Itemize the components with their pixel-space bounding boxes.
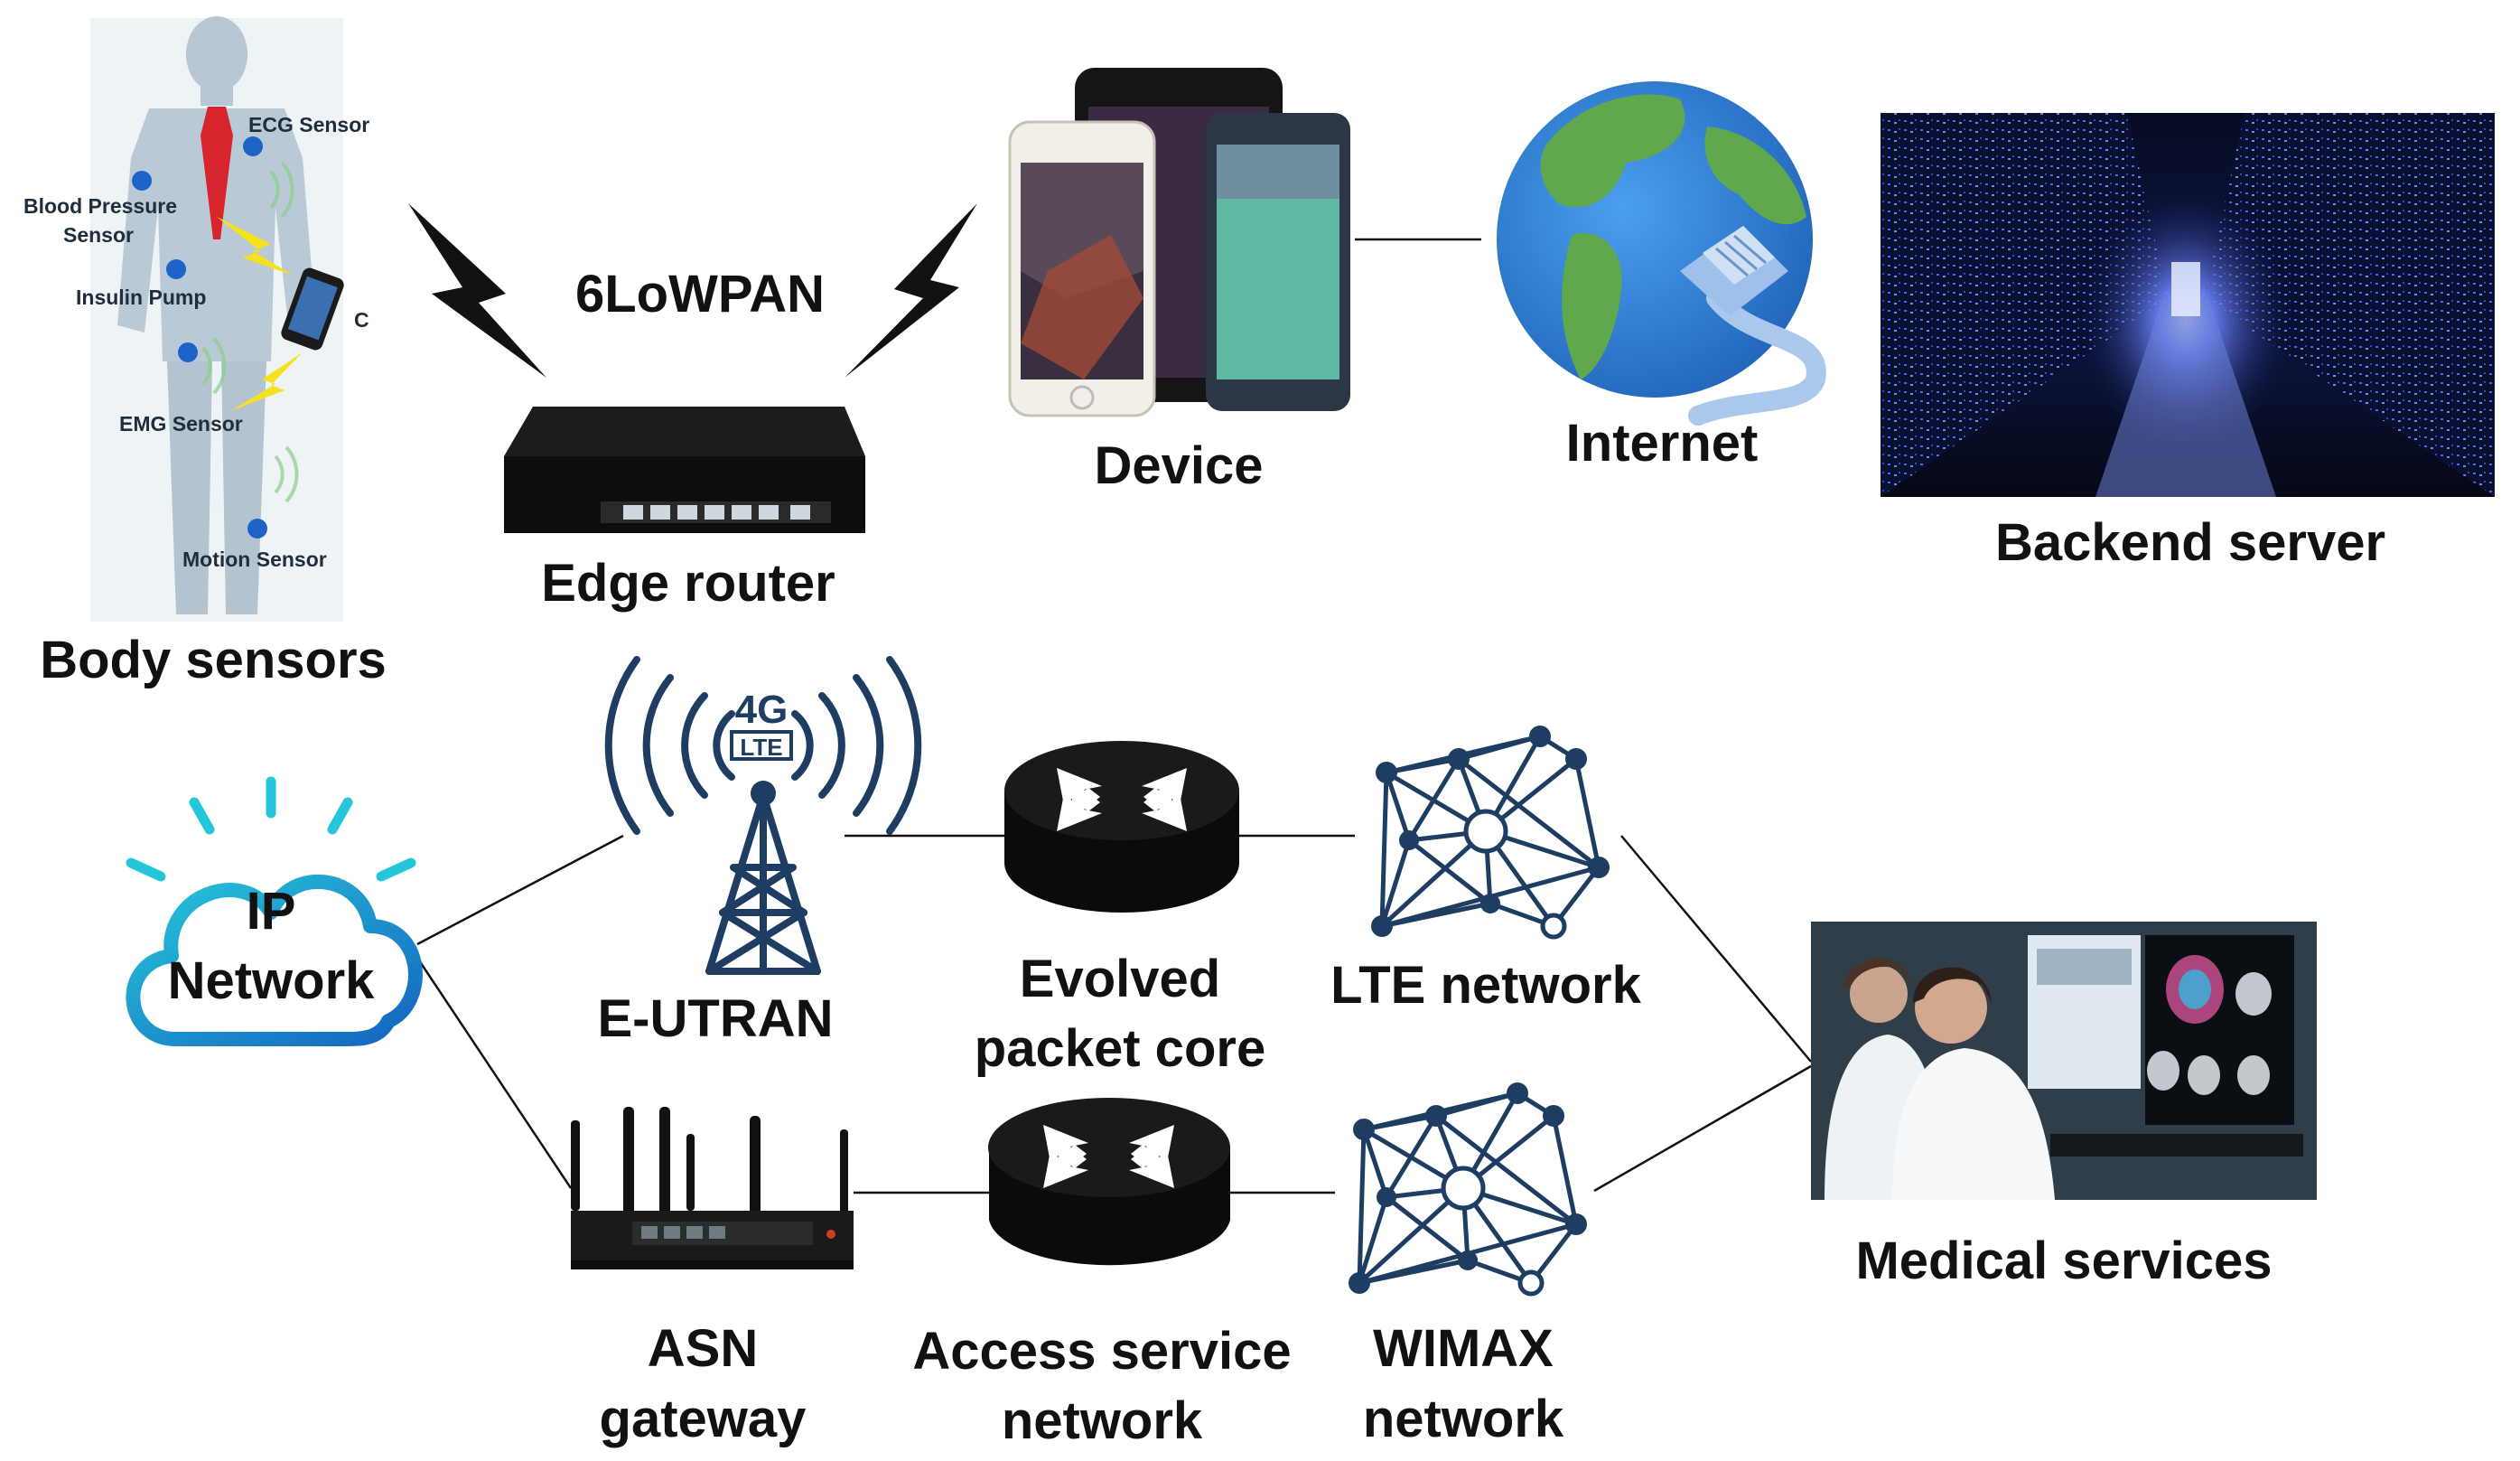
mesh-network-icon-2	[1349, 1082, 1587, 1297]
network-router-icon	[1004, 741, 1239, 913]
doctor-workstation-icon	[1811, 922, 2317, 1200]
link-wimax-medical	[1593, 1064, 1812, 1193]
device-label: Device	[1094, 436, 1263, 495]
link-ip-asn	[415, 957, 573, 1189]
insulin-sensor-label: Insulin Pump	[76, 286, 206, 309]
mesh-network-icon	[1379, 734, 1601, 929]
cell-tower-icon	[604, 656, 922, 975]
mesh-nodes	[1371, 726, 1610, 940]
ecg-sensor-dot	[243, 136, 263, 156]
lightning-icon	[408, 203, 546, 378]
ip-network-label: IP	[247, 882, 296, 941]
lightning-icon-2	[845, 203, 977, 378]
lightning-small-icon	[217, 217, 294, 276]
doctor-icon	[1915, 971, 1987, 1044]
wimax-label: WIMAX	[1373, 1319, 1554, 1378]
motion-sensor-label: Motion Sensor	[182, 548, 327, 571]
body-sensors-group: ECG Sensor Blood Pressure Sensor Insulin…	[23, 16, 387, 689]
asn-gateway-label: ASN	[648, 1319, 758, 1378]
cloud-icon	[126, 776, 423, 1046]
lte-badge-label: LTE	[740, 734, 782, 761]
backend-server-label: Backend server	[1995, 513, 2385, 572]
sensor-wave-icons	[201, 161, 299, 503]
network-router-icon-2	[988, 1098, 1230, 1266]
tower-top-dot	[751, 781, 776, 806]
emg-sensor-label: EMG Sensor	[119, 412, 243, 435]
ecg-sensor-label: ECG Sensor	[248, 113, 369, 136]
insulin-sensor-dot	[166, 259, 186, 279]
body-sensors-label: Body sensors	[40, 631, 387, 689]
bp-sensor-label-2: Sensor	[63, 223, 134, 247]
server-room-icon	[1881, 113, 2495, 497]
cut-off-label: C	[354, 308, 369, 332]
sensor-dots	[132, 136, 267, 539]
protocol-label: 6LoWPAN	[575, 265, 825, 323]
internet-label: Internet	[1566, 414, 1759, 473]
router-icon	[504, 407, 865, 533]
asn-gateway-label-2: gateway	[600, 1390, 807, 1448]
wimax-label-2: network	[1363, 1390, 1564, 1448]
ethernet-cable-icon	[1680, 226, 1826, 426]
lightning-small-icon-2	[230, 352, 303, 411]
lte-network-label: LTE network	[1330, 956, 1641, 1015]
globe-icon	[1497, 81, 1813, 398]
epc-label-2: packet core	[975, 1019, 1265, 1078]
lte-badge-frame	[730, 730, 793, 761]
smartphone-icon	[1008, 68, 1350, 417]
ip-network-label-2: Network	[168, 951, 376, 1010]
access-service-label: Access service	[912, 1322, 1291, 1381]
epc-label: Evolved	[1020, 950, 1220, 1008]
bp-sensor-dot	[132, 171, 152, 191]
monitor-right-icon	[2145, 935, 2294, 1125]
link-lte-medical	[1620, 835, 1812, 1063]
medical-services-label: Medical services	[1855, 1232, 2272, 1290]
person-body-icon	[117, 16, 316, 614]
link-ip-eutran	[416, 834, 624, 946]
gateway-router-icon	[571, 1107, 854, 1269]
emg-sensor-dot	[178, 342, 198, 362]
lte-4g-label: 4G	[735, 688, 789, 732]
e-utran-label: E-UTRAN	[598, 989, 834, 1048]
access-service-label-2: network	[1002, 1391, 1203, 1450]
edge-router-label: Edge router	[541, 554, 835, 613]
motion-sensor-dot	[247, 519, 267, 539]
bp-sensor-label: Blood Pressure	[23, 194, 177, 218]
phone-small-icon	[281, 267, 344, 351]
connection-lines	[415, 238, 1812, 1194]
person-left-icon	[1850, 965, 1908, 1023]
